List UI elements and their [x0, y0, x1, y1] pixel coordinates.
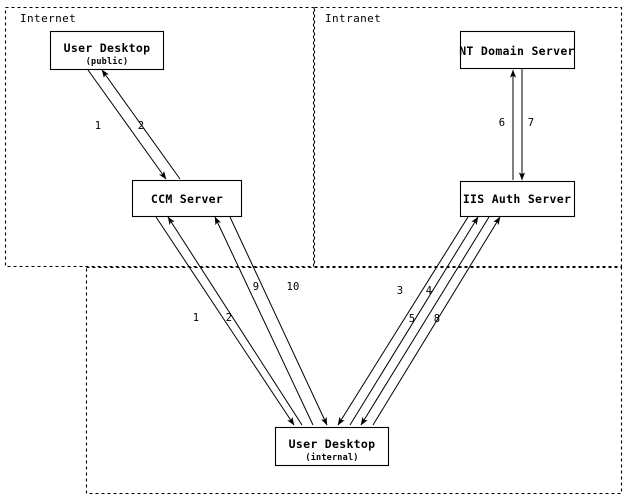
node-ccm-server-title: CCM Server [151, 192, 223, 206]
edge-label-3-iis-internal: 3 [397, 285, 404, 297]
node-iis-auth-server-title: IIS Auth Server [463, 192, 571, 206]
node-user-desktop-public[interactable]: User Desktop (public) [49, 30, 165, 71]
flow-line-10-ccm-to-internal [229, 216, 328, 426]
node-user-desktop-public-subtitle: (public) [86, 56, 129, 67]
edge-label-10-ccm-internal: 10 [286, 281, 299, 293]
edge-label-7-nt-iis: 7 [528, 117, 535, 129]
flow-line-4-internal-to-iis [349, 216, 479, 426]
node-iis-auth-server-box[interactable] [459, 180, 576, 218]
edge-label-5-iis-internal: 5 [409, 313, 416, 325]
edge-label-4-internal-iis: 4 [426, 285, 433, 297]
node-nt-domain-server-title: NT Domain Server [459, 44, 575, 58]
node-user-desktop-internal-box[interactable] [274, 426, 390, 467]
node-ccm-server[interactable]: CCM Server [131, 179, 243, 218]
flow-line-1-ccm-to-internal [155, 216, 295, 426]
edge-label-2-internal-ccm: 2 [226, 312, 233, 324]
edge-label-9-internal-ccm: 9 [253, 281, 260, 293]
zone-internet-boundary [4, 6, 315, 268]
node-user-desktop-internal-title: User Desktop [289, 437, 376, 451]
node-iis-auth-server[interactable]: IIS Auth Server [459, 180, 576, 218]
flow-line-5-iis-to-internal [360, 216, 490, 426]
flow-line-8-internal-to-iis [372, 216, 501, 426]
flow-line-2-ccm-to-public [101, 69, 181, 180]
node-user-desktop-internal-subtitle: (internal) [305, 452, 358, 463]
flow-line-3-iis-to-internal [337, 216, 469, 426]
node-nt-domain-server-box[interactable] [459, 30, 576, 70]
node-user-desktop-public-box[interactable] [49, 30, 165, 71]
node-ccm-server-box[interactable] [131, 179, 243, 218]
zone-intranet-label: Intranet [325, 12, 381, 25]
zone-intranet-boundary [313, 6, 623, 268]
node-user-desktop-public-title: User Desktop [64, 41, 151, 55]
edge-label-2-ccm-public: 2 [138, 120, 145, 132]
flow-line-2-internal-to-ccm [167, 216, 303, 426]
edge-label-6-iis-nt: 6 [499, 117, 506, 129]
node-nt-domain-server[interactable]: NT Domain Server [459, 30, 576, 70]
zone-internal-network-boundary [85, 266, 623, 495]
flow-line-1-public-to-ccm [87, 69, 167, 180]
edge-label-8-internal-iis: 8 [434, 313, 441, 325]
flow-line-9-internal-to-ccm [214, 216, 314, 426]
edge-label-1-public-ccm: 1 [95, 120, 102, 132]
zone-internet-label: Internet [20, 12, 76, 25]
node-user-desktop-internal[interactable]: User Desktop (internal) [274, 426, 390, 467]
edge-label-1-ccm-internal: 1 [193, 312, 200, 324]
